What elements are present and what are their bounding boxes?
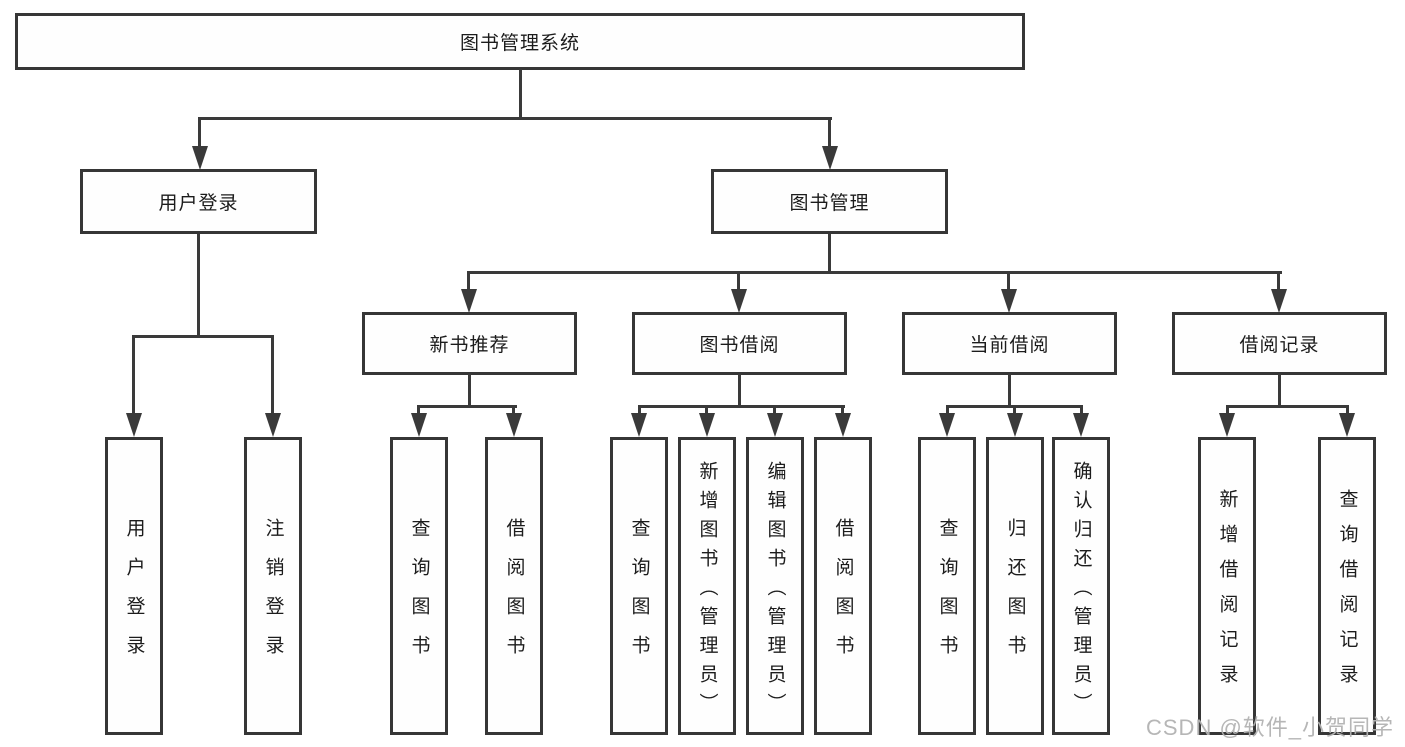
connector-records-vline [1278, 374, 1281, 407]
leaf-cb-query-book-label: 查询图书 [936, 518, 958, 674]
arrowhead-book-borrow [731, 289, 747, 313]
leaf-bb-borrow-book: 借阅图书 [814, 437, 872, 735]
leaf-cb-return-book: 归还图书 [986, 437, 1044, 735]
node-book-borrow-label: 图书借阅 [699, 335, 780, 356]
arrowhead-cb-confirm [1073, 413, 1089, 437]
arrowhead-new-book-rec [461, 289, 477, 313]
connector-newbook-hline [417, 405, 517, 408]
connector-current-stem-1 [946, 405, 949, 417]
connector-bookmgmt-stem-2 [737, 271, 740, 291]
leaf-logout: 注销登录 [244, 437, 302, 735]
connector-root-vline [519, 69, 522, 119]
connector-borrowing-vline [738, 374, 741, 407]
node-book-borrow: 图书借阅 [632, 312, 847, 375]
node-current-borrow: 当前借阅 [902, 312, 1117, 375]
arrowhead-user-login [192, 146, 208, 170]
node-borrow-records-label: 借阅记录 [1239, 335, 1320, 356]
leaf-br-add-record: 新增借阅记录 [1198, 437, 1256, 735]
connector-bookmgmt-vline [828, 234, 831, 273]
node-current-borrow-label: 当前借阅 [969, 335, 1050, 356]
leaf-cb-query-book: 查询图书 [918, 437, 976, 735]
connector-current-stem-3 [1080, 405, 1083, 417]
node-borrow-records: 借阅记录 [1172, 312, 1387, 375]
leaf-bb-edit-book: 编辑图书（管理员） [746, 437, 804, 735]
connector-userlogin-stem-1 [132, 335, 135, 417]
leaf-bb-add-book: 新增图书（管理员） [678, 437, 736, 735]
connector-newbook-stem-2 [512, 405, 515, 417]
connector-borrowing-stem-3 [773, 405, 776, 417]
arrowhead-cb-query [939, 413, 955, 437]
leaf-rec-borrow-book: 借阅图书 [485, 437, 543, 735]
arrowhead-bb-add [699, 413, 715, 437]
arrowhead-book-mgmt [822, 146, 838, 170]
connector-newbook-vline [468, 374, 471, 407]
csdn-watermark: CSDN @软件_小贺同学 [1146, 715, 1395, 740]
leaf-bb-query-book: 查询图书 [610, 437, 668, 735]
leaf-rec-borrow-book-label: 借阅图书 [503, 518, 525, 674]
arrowhead-current-borrow [1001, 289, 1017, 313]
leaf-logout-label: 注销登录 [262, 518, 284, 674]
leaf-br-query-record-label: 查询借阅记录 [1336, 489, 1358, 699]
connector-current-vline [1008, 374, 1011, 407]
leaf-cb-confirm-return: 确认归还（管理员） [1052, 437, 1110, 735]
connector-bookmgmt-stem-4 [1277, 271, 1280, 291]
arrowhead-cb-return [1007, 413, 1023, 437]
leaf-cb-confirm-return-label: 确认归还（管理员） [1070, 460, 1092, 722]
arrowhead-borrow-records [1271, 289, 1287, 313]
connector-root-hline [199, 117, 832, 120]
arrowhead-bb-borrow [835, 413, 851, 437]
node-book-mgmt-label: 图书管理 [789, 193, 870, 214]
connector-bookmgmt-hline [468, 271, 1282, 274]
arrowhead-bb-edit [767, 413, 783, 437]
leaf-bb-query-book-label: 查询图书 [628, 518, 650, 674]
leaf-bb-borrow-book-label: 借阅图书 [832, 518, 854, 674]
arrowhead-br-add [1219, 413, 1235, 437]
leaf-cb-return-book-label: 归还图书 [1004, 518, 1026, 674]
connector-root-left-stem [198, 117, 201, 150]
node-library-system: 图书管理系统 [15, 13, 1025, 70]
connector-records-hline [1226, 405, 1349, 408]
arrowhead-rec-borrow [506, 413, 522, 437]
connector-bookmgmt-stem-3 [1007, 271, 1010, 291]
connector-root-right-stem [828, 117, 831, 150]
node-book-mgmt: 图书管理 [711, 169, 948, 234]
node-library-system-label: 图书管理系统 [459, 33, 580, 54]
arrowhead-bb-query [631, 413, 647, 437]
leaf-user-login-label: 用户登录 [123, 518, 145, 674]
node-user-login: 用户登录 [80, 169, 317, 234]
leaf-bb-edit-book-label: 编辑图书（管理员） [764, 460, 786, 722]
connector-borrowing-stem-2 [705, 405, 708, 417]
connector-borrowing-hline [638, 405, 845, 408]
connector-records-stem-2 [1346, 405, 1349, 417]
node-user-login-label: 用户登录 [158, 193, 239, 214]
leaf-rec-query-book-label: 查询图书 [408, 518, 430, 674]
arrowhead-br-query [1339, 413, 1355, 437]
connector-bookmgmt-stem-1 [467, 271, 470, 291]
leaf-br-add-record-label: 新增借阅记录 [1216, 489, 1238, 699]
node-new-book-rec: 新书推荐 [362, 312, 577, 375]
leaf-br-query-record: 查询借阅记录 [1318, 437, 1376, 735]
arrowhead-leaf-logout [265, 413, 281, 437]
arrowhead-rec-query [411, 413, 427, 437]
leaf-user-login: 用户登录 [105, 437, 163, 735]
connector-current-stem-2 [1013, 405, 1016, 417]
arrowhead-leaf-login [126, 413, 142, 437]
leaf-bb-add-book-label: 新增图书（管理员） [696, 460, 718, 722]
connector-records-stem-1 [1226, 405, 1229, 417]
connector-userlogin-hline [132, 335, 274, 338]
connector-newbook-stem-1 [417, 405, 420, 417]
connector-borrowing-stem-1 [638, 405, 641, 417]
leaf-rec-query-book: 查询图书 [390, 437, 448, 735]
connector-userlogin-vline [197, 234, 200, 338]
connector-userlogin-stem-2 [271, 335, 274, 417]
connector-borrowing-stem-4 [841, 405, 844, 417]
node-new-book-rec-label: 新书推荐 [429, 335, 510, 356]
